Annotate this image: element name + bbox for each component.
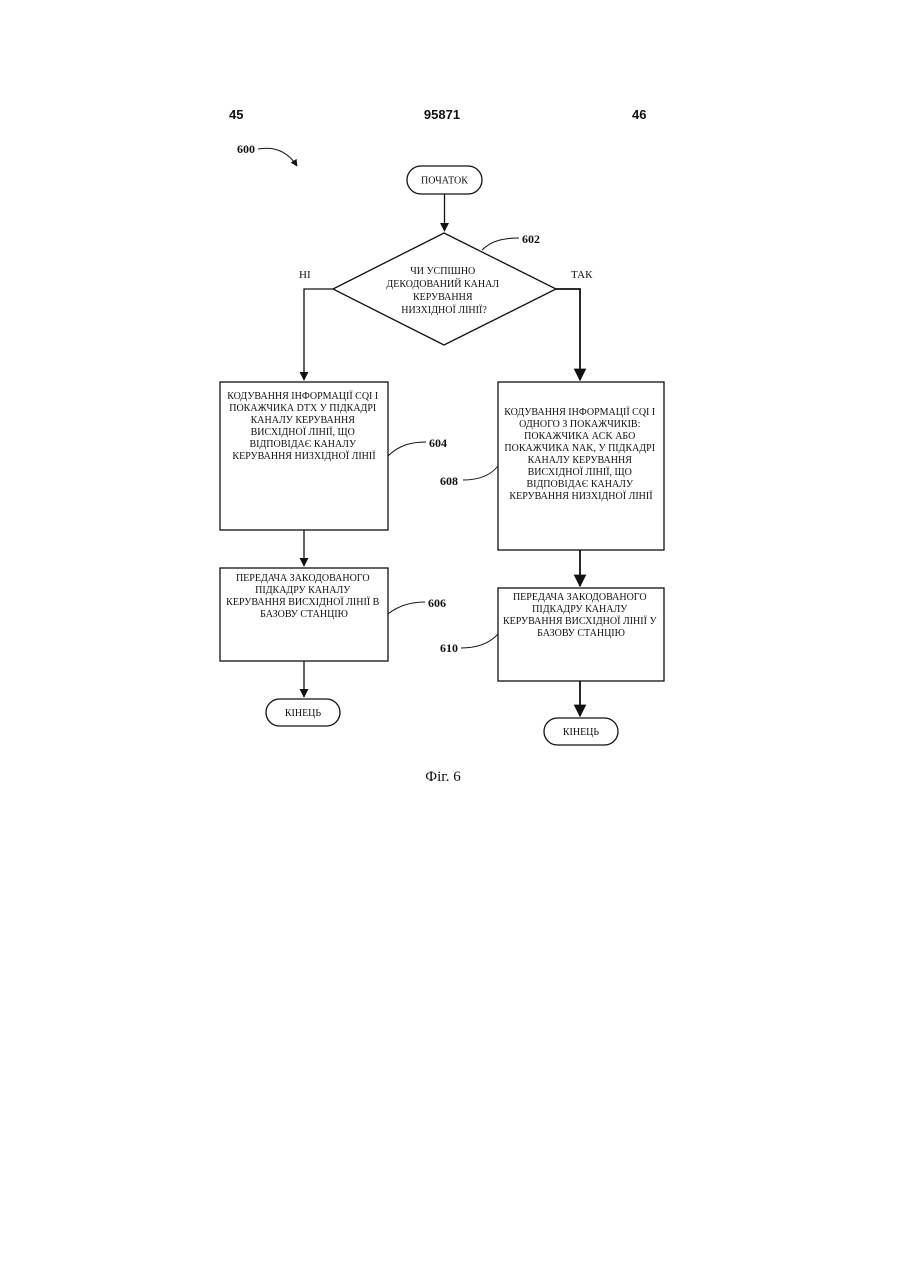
step-608-line-2: ОДНОГО З ПОКАЖЧИКІВ: — [519, 419, 640, 430]
step-ref-606: 606 — [428, 596, 446, 610]
page-number-right: 46 — [632, 107, 646, 122]
step-610-line-2: ПІДКАДРУ КАНАЛУ — [532, 604, 628, 615]
step-608-line-8: КЕРУВАННЯ НИЗХІДНОЇ ЛІНІЇ — [509, 490, 653, 502]
branch-yes-label: ТАК — [571, 269, 593, 281]
step-606-line-1: ПЕРЕДАЧА ЗАКОДОВАНОГО — [236, 573, 370, 584]
step-608-line-1: КОДУВАННЯ ІНФОРМАЦІЇ CQI І — [504, 406, 655, 418]
step-608-line-5: КАНАЛУ КЕРУВАННЯ — [528, 455, 633, 466]
page-number-left: 45 — [229, 107, 243, 122]
start-label: ПОЧАТОК — [421, 176, 468, 187]
figure-ref-arrow — [258, 148, 297, 166]
patent-number: 95871 — [424, 107, 460, 122]
step-608-line-6: ВИСХІДНОЇ ЛІНІЇ, ЩО — [528, 466, 632, 478]
step-ref-608: 608 — [440, 474, 458, 488]
arrow-no-branch — [304, 289, 333, 380]
decision-line-2: ДЕКОДОВАНИЙ КАНАЛ — [386, 278, 499, 290]
step-610-leader — [461, 634, 498, 648]
step-604-line-3: КАНАЛУ КЕРУВАННЯ — [251, 415, 356, 426]
figure-caption: Фіг. 6 — [425, 769, 461, 785]
step-606-leader — [388, 602, 425, 614]
step-610-line-3: КЕРУВАННЯ ВИСХІДНОЇ ЛІНІЇ У — [503, 615, 657, 627]
branch-no-label: НІ — [299, 269, 311, 281]
step-604-line-5: ВІДПОВІДАЄ КАНАЛУ — [249, 439, 357, 450]
decision-line-3: КЕРУВАННЯ — [413, 292, 473, 303]
step-608-line-3: ПОКАЖЧИКА ACK АБО — [524, 431, 635, 442]
step-608-leader — [463, 466, 498, 480]
step-606-line-3: КЕРУВАННЯ ВИСХІДНОЇ ЛІНІЇ В — [226, 596, 379, 608]
step-610-line-1: ПЕРЕДАЧА ЗАКОДОВАНОГО — [513, 592, 647, 603]
figure-ref-600: 600 — [237, 142, 255, 156]
step-606-line-2: ПІДКАДРУ КАНАЛУ — [255, 585, 351, 596]
step-604-line-2: ПОКАЖЧИКА DTX У ПІДКАДРІ — [229, 403, 376, 414]
decision-line-1: ЧИ УСПІШНО — [410, 266, 475, 277]
decision-line-4: НИЗХІДНОЇ ЛІНІЇ? — [401, 304, 487, 316]
step-ref-604: 604 — [429, 436, 447, 450]
step-604-line-4: ВИСХІДНОЇ ЛІНІЇ, ЩО — [251, 426, 355, 438]
decision-ref-leader — [482, 238, 519, 250]
step-ref-610: 610 — [440, 641, 458, 655]
step-610-line-4: БАЗОВУ СТАНЦІЮ — [537, 628, 625, 639]
step-604-line-1: КОДУВАННЯ ІНФОРМАЦІЇ CQI І — [227, 390, 378, 402]
step-604-leader — [388, 442, 426, 456]
end-label-left: КІНЕЦЬ — [285, 708, 322, 719]
step-608-line-7: ВІДПОВІДАЄ КАНАЛУ — [526, 479, 634, 490]
step-604-line-6: КЕРУВАННЯ НИЗХІДНОЇ ЛІНІЇ — [232, 450, 376, 462]
step-606-line-4: БАЗОВУ СТАНЦІЮ — [260, 609, 348, 620]
arrow-yes-branch — [556, 289, 580, 380]
end-label-right: КІНЕЦЬ — [563, 727, 600, 738]
decision-ref-602: 602 — [522, 232, 540, 246]
step-608-line-4: ПОКАЖЧИКА NAK, У ПІДКАДРІ — [504, 443, 655, 454]
